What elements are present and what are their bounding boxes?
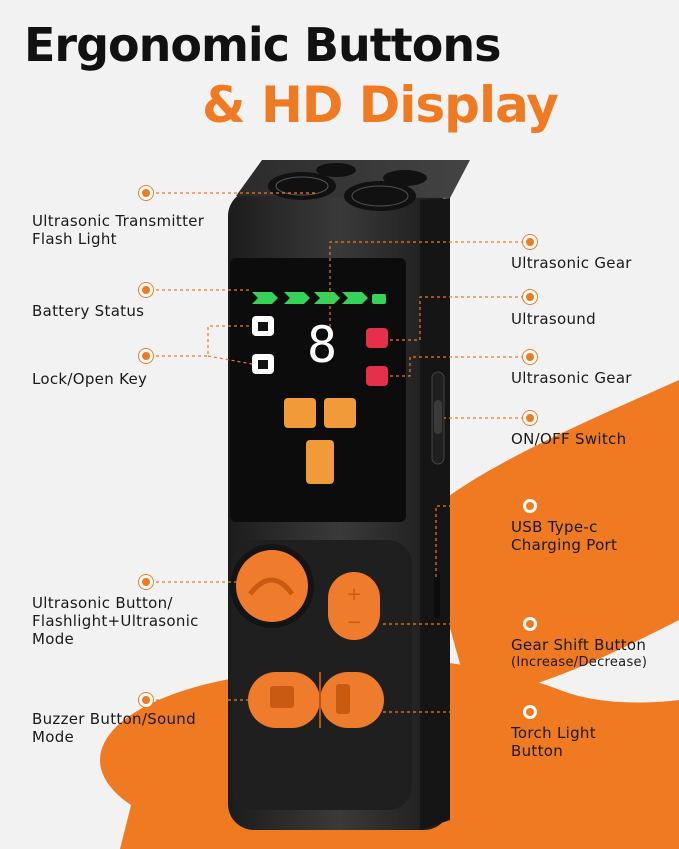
- label-ultrasonic-gear-mid: Ultrasonic Gear: [511, 369, 632, 387]
- label-ultrasound: Ultrasound: [511, 310, 596, 328]
- svg-text:+: +: [346, 584, 361, 605]
- callout-dot: [526, 414, 534, 422]
- label-usb-port: USB Type-c Charging Port: [511, 518, 618, 554]
- label-buzzer-button: Buzzer Button/Sound Mode: [32, 710, 196, 746]
- gear-shift-button: [328, 572, 380, 640]
- torch-icon: [306, 440, 334, 484]
- callout-dot: [142, 578, 150, 586]
- ultrasound-icon: [366, 328, 388, 348]
- sound-mode-icon: [284, 398, 316, 428]
- callout-dot: [142, 696, 150, 704]
- display-digit: 8: [306, 316, 338, 374]
- label-gear-shift-sub: (Increase/Decrease): [511, 655, 648, 670]
- label-lock-open-key: Lock/Open Key: [32, 370, 148, 388]
- torch-button: [320, 672, 384, 728]
- label-gear-shift-button: Gear Shift Button: [511, 636, 647, 654]
- label-ultrasonic-button: Ultrasonic Button/ Flashlight+Ultrasonic…: [32, 594, 199, 648]
- callout-dot: [142, 352, 150, 360]
- callout-dot: [526, 502, 534, 510]
- label-torch-button: Torch Light Button: [511, 724, 596, 760]
- label-ultrasonic-gear-top: Ultrasonic Gear: [511, 254, 632, 272]
- svg-text:−: −: [346, 612, 361, 633]
- label-battery-status: Battery Status: [32, 302, 145, 320]
- callout-dot: [526, 708, 534, 716]
- callout-dot: [526, 353, 534, 361]
- lock-icon: [252, 316, 274, 336]
- onoff-switch: [434, 400, 442, 434]
- vibration-icon: [324, 398, 356, 428]
- ultrasonic-gear-icon: [366, 366, 388, 386]
- callout-dot: [142, 286, 150, 294]
- ultrasonic-button: [236, 550, 308, 622]
- label-transmitter: Ultrasonic Transmitter Flash Light: [32, 212, 205, 248]
- callout-dot: [526, 620, 534, 628]
- usb-port: [434, 572, 440, 618]
- headline-line-2: & HD Display: [202, 76, 559, 134]
- callout-dot: [526, 238, 534, 246]
- callout-dot: [142, 189, 150, 197]
- unlock-icon: [252, 354, 274, 374]
- headline-line-1: Ergonomic Buttons: [24, 18, 501, 72]
- callout-dot: [526, 293, 534, 301]
- label-onoff-switch: ON/OFF Switch: [511, 430, 627, 448]
